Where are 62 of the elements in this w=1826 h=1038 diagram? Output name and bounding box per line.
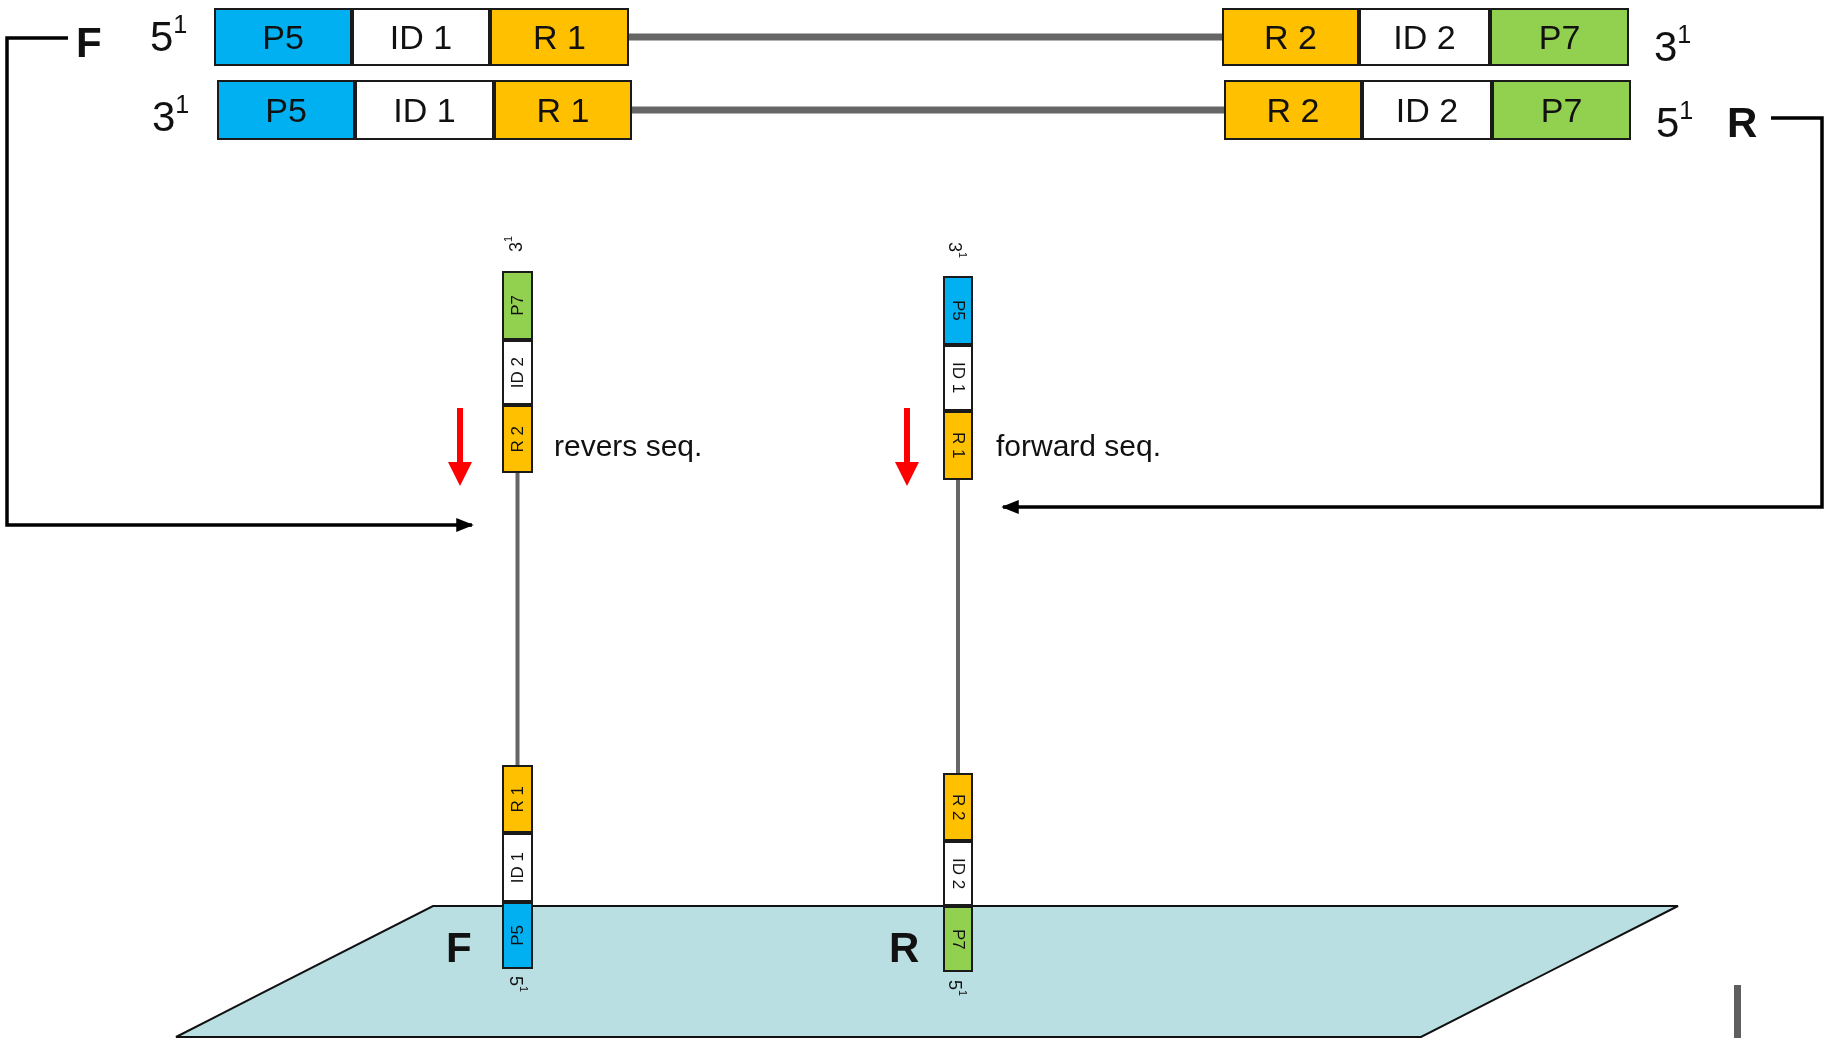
arrow <box>1001 116 1824 514</box>
read-direction-label: forward seq. <box>996 431 1162 461</box>
segment-label: ID 1 <box>393 93 456 127</box>
segment-label: ID 2 <box>949 857 967 890</box>
sequence-segment <box>490 8 629 66</box>
sequence-segment <box>355 80 494 140</box>
strand-end-label: 3$^{1}$ <box>152 96 190 138</box>
segment-label: ID 2 <box>509 356 526 389</box>
segment-label: P5 <box>949 300 967 321</box>
strand-end-label: 5$^{1}$ <box>150 16 188 58</box>
sequence-segment <box>494 80 632 140</box>
segment-label: P7 <box>1538 20 1581 54</box>
sequence-segment <box>1490 8 1629 66</box>
segment-label: P5 <box>509 925 526 946</box>
strand-line <box>956 480 960 773</box>
sequence-segment <box>502 405 533 473</box>
sequence-segment <box>502 271 533 340</box>
sequence-segment <box>502 765 533 833</box>
sequence-segment <box>1224 80 1362 140</box>
sequence-segment <box>502 340 533 405</box>
segment-label: R 1 <box>533 20 586 54</box>
strand-end-label: 5$^{1}$ <box>1656 102 1694 144</box>
strand-line <box>632 106 1224 114</box>
segment-label: R 1 <box>536 93 590 127</box>
strand-line <box>629 33 1222 41</box>
segment-label: R 2 <box>1264 20 1317 54</box>
segment-label: ID 1 <box>949 362 967 394</box>
sequence-segment <box>943 411 973 480</box>
segment-label: P7 <box>509 295 526 316</box>
segment-label: ID 1 <box>509 851 526 884</box>
segment-label: P5 <box>265 93 307 127</box>
sequence-segment <box>1222 8 1359 66</box>
arrow <box>5 36 474 532</box>
sequence-segment <box>1359 8 1490 66</box>
segment-label: P7 <box>1540 93 1583 127</box>
sequence-segment <box>502 833 533 902</box>
segment-label: R 2 <box>509 425 526 453</box>
strand-letter: F <box>446 927 472 969</box>
sequence-segment <box>217 80 355 140</box>
segment-label: ID 2 <box>1393 20 1456 54</box>
segment-label: R 2 <box>949 793 967 821</box>
strand-line <box>515 473 520 765</box>
strand-letter: F <box>76 22 102 64</box>
sequence-segment <box>943 345 973 411</box>
segment-label: P7 <box>949 928 967 950</box>
sequence-segment <box>1362 80 1492 140</box>
sequence-segment <box>943 773 973 841</box>
sequence-segment <box>214 8 352 66</box>
segment-label: ID 1 <box>389 20 453 54</box>
segment-label: P5 <box>262 20 304 54</box>
sequence-segment <box>943 276 973 345</box>
strand-letter: R <box>889 927 920 969</box>
strand-end-label: 3$^{1}$ <box>1654 26 1692 68</box>
sequence-segment <box>943 841 973 906</box>
segment-label: R 2 <box>1266 93 1320 127</box>
read-direction-label: revers seq. <box>554 431 703 461</box>
sequence-segment <box>1492 80 1631 140</box>
sequence-segment <box>352 8 490 66</box>
segment-label: R 1 <box>949 432 967 459</box>
strand-letter: R <box>1727 102 1758 144</box>
segment-label: ID 2 <box>1395 93 1459 127</box>
segment-label: R 1 <box>509 785 526 813</box>
